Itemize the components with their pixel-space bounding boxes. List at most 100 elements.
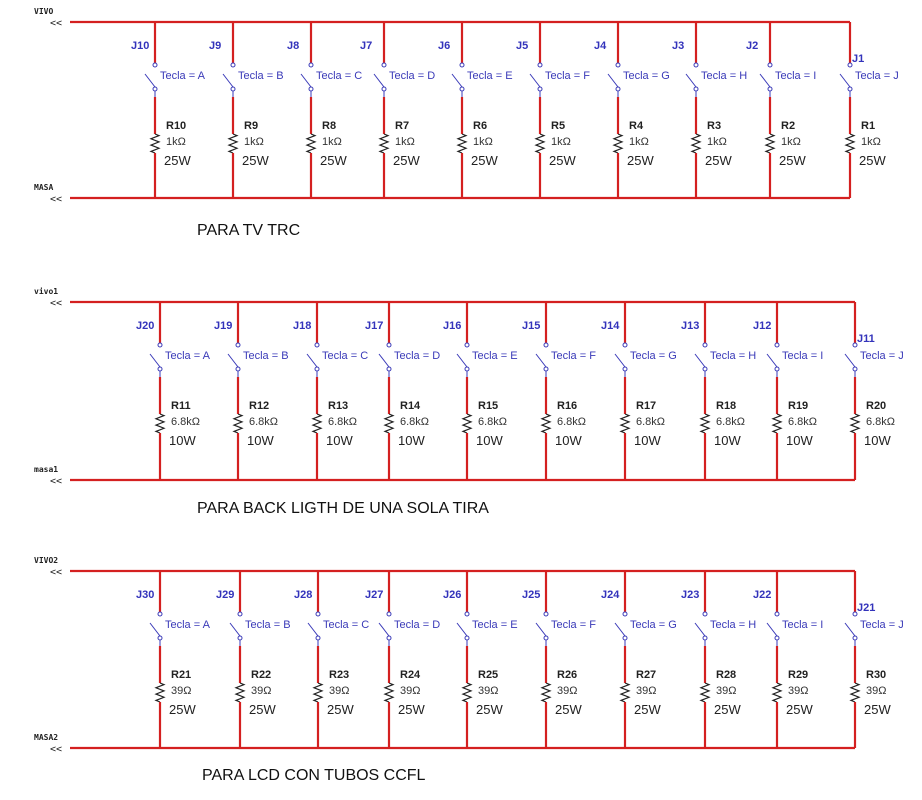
- switch-label: J9: [209, 40, 221, 52]
- resistor-icon: [378, 133, 390, 154]
- switch-label: J20: [136, 320, 154, 332]
- switch-blade-icon: [378, 622, 390, 637]
- switch-label: J5: [516, 40, 528, 52]
- resistor-name: R4: [629, 120, 644, 132]
- resistor-power: 25W: [549, 153, 576, 168]
- switch-label: J8: [287, 40, 299, 52]
- resistor-value: 1kΩ: [322, 136, 342, 148]
- switch-blade-icon: [149, 353, 161, 368]
- resistor-value: 39Ω: [557, 685, 577, 697]
- switch-label: J30: [136, 589, 154, 601]
- resistor-icon: [849, 682, 861, 703]
- contact-icon: [152, 62, 158, 68]
- switch-blade-icon: [766, 622, 778, 637]
- resistor-icon: [232, 413, 244, 434]
- contact-icon: [774, 366, 780, 372]
- resistor-value: 39Ω: [788, 685, 808, 697]
- contact-icon: [386, 635, 392, 641]
- resistor-icon: [383, 682, 395, 703]
- contact-icon: [847, 62, 853, 68]
- resistor-name: R7: [395, 120, 409, 132]
- connector-arrow-icon: <<: [50, 18, 62, 29]
- resistor-value: 39Ω: [636, 685, 656, 697]
- switch-key-label: Tecla = F: [551, 619, 596, 631]
- resistor-value: 39Ω: [400, 685, 420, 697]
- contact-icon: [543, 366, 549, 372]
- switch-key-label: Tecla = I: [775, 70, 816, 82]
- resistor-name: R18: [716, 400, 736, 412]
- resistor-value: 1kΩ: [861, 136, 881, 148]
- resistor-power: 25W: [242, 153, 269, 168]
- switch-blade-icon: [529, 73, 541, 88]
- contact-icon: [237, 611, 243, 617]
- resistor-power: 25W: [634, 702, 661, 717]
- resistor-value: 1kΩ: [629, 136, 649, 148]
- contact-icon: [615, 86, 621, 92]
- resistor-value: 39Ω: [716, 685, 736, 697]
- resistor-name: R6: [473, 120, 487, 132]
- contact-icon: [314, 342, 320, 348]
- contact-icon: [464, 366, 470, 372]
- resistor-power: 10W: [786, 433, 813, 448]
- resistor-power: 25W: [555, 702, 582, 717]
- switch-key-label: Tecla = D: [389, 70, 435, 82]
- resistor-icon: [227, 133, 239, 154]
- resistor-value: 1kΩ: [707, 136, 727, 148]
- resistor-value: 39Ω: [866, 685, 886, 697]
- switch-blade-icon: [614, 353, 626, 368]
- resistor-name: R3: [707, 120, 721, 132]
- resistor-value: 6.8kΩ: [788, 416, 817, 428]
- switch-blade-icon: [535, 353, 547, 368]
- resistor-name: R17: [636, 400, 656, 412]
- switch-blade-icon: [844, 353, 856, 368]
- contact-icon: [702, 611, 708, 617]
- switch-key-label: Tecla = G: [623, 70, 670, 82]
- contact-icon: [767, 62, 773, 68]
- resistor-power: 25W: [169, 702, 196, 717]
- contact-icon: [693, 86, 699, 92]
- resistor-icon: [619, 413, 631, 434]
- resistor-name: R23: [329, 669, 349, 681]
- resistor-value: 1kΩ: [244, 136, 264, 148]
- top-rail-label: VIVO2: [34, 556, 58, 565]
- contact-icon: [315, 635, 321, 641]
- resistor-power: 25W: [398, 702, 425, 717]
- resistor-power: 10W: [864, 433, 891, 448]
- resistor-icon: [849, 413, 861, 434]
- switch-blade-icon: [378, 353, 390, 368]
- resistor-power: 10W: [169, 433, 196, 448]
- contact-icon: [386, 366, 392, 372]
- switch-blade-icon: [373, 73, 385, 88]
- resistor-icon: [699, 413, 711, 434]
- resistor-icon: [154, 682, 166, 703]
- section-title: PARA BACK LIGTH DE UNA SOLA TIRA: [197, 500, 489, 517]
- switch-label: J21: [857, 602, 875, 614]
- resistor-power: 10W: [714, 433, 741, 448]
- contact-icon: [464, 635, 470, 641]
- resistor-value: 1kΩ: [551, 136, 571, 148]
- resistor-power: 25W: [859, 153, 886, 168]
- resistor-value: 39Ω: [171, 685, 191, 697]
- switch-blade-icon: [229, 622, 241, 637]
- switch-label: J7: [360, 40, 372, 52]
- resistor-icon: [771, 413, 783, 434]
- resistor-power: 25W: [627, 153, 654, 168]
- switch-blade-icon: [227, 353, 239, 368]
- switch-blade-icon: [300, 73, 312, 88]
- resistor-icon: [154, 413, 166, 434]
- resistor-value: 6.8kΩ: [866, 416, 895, 428]
- resistor-name: R24: [400, 669, 421, 681]
- contact-icon: [774, 635, 780, 641]
- switch-label: J19: [214, 320, 232, 332]
